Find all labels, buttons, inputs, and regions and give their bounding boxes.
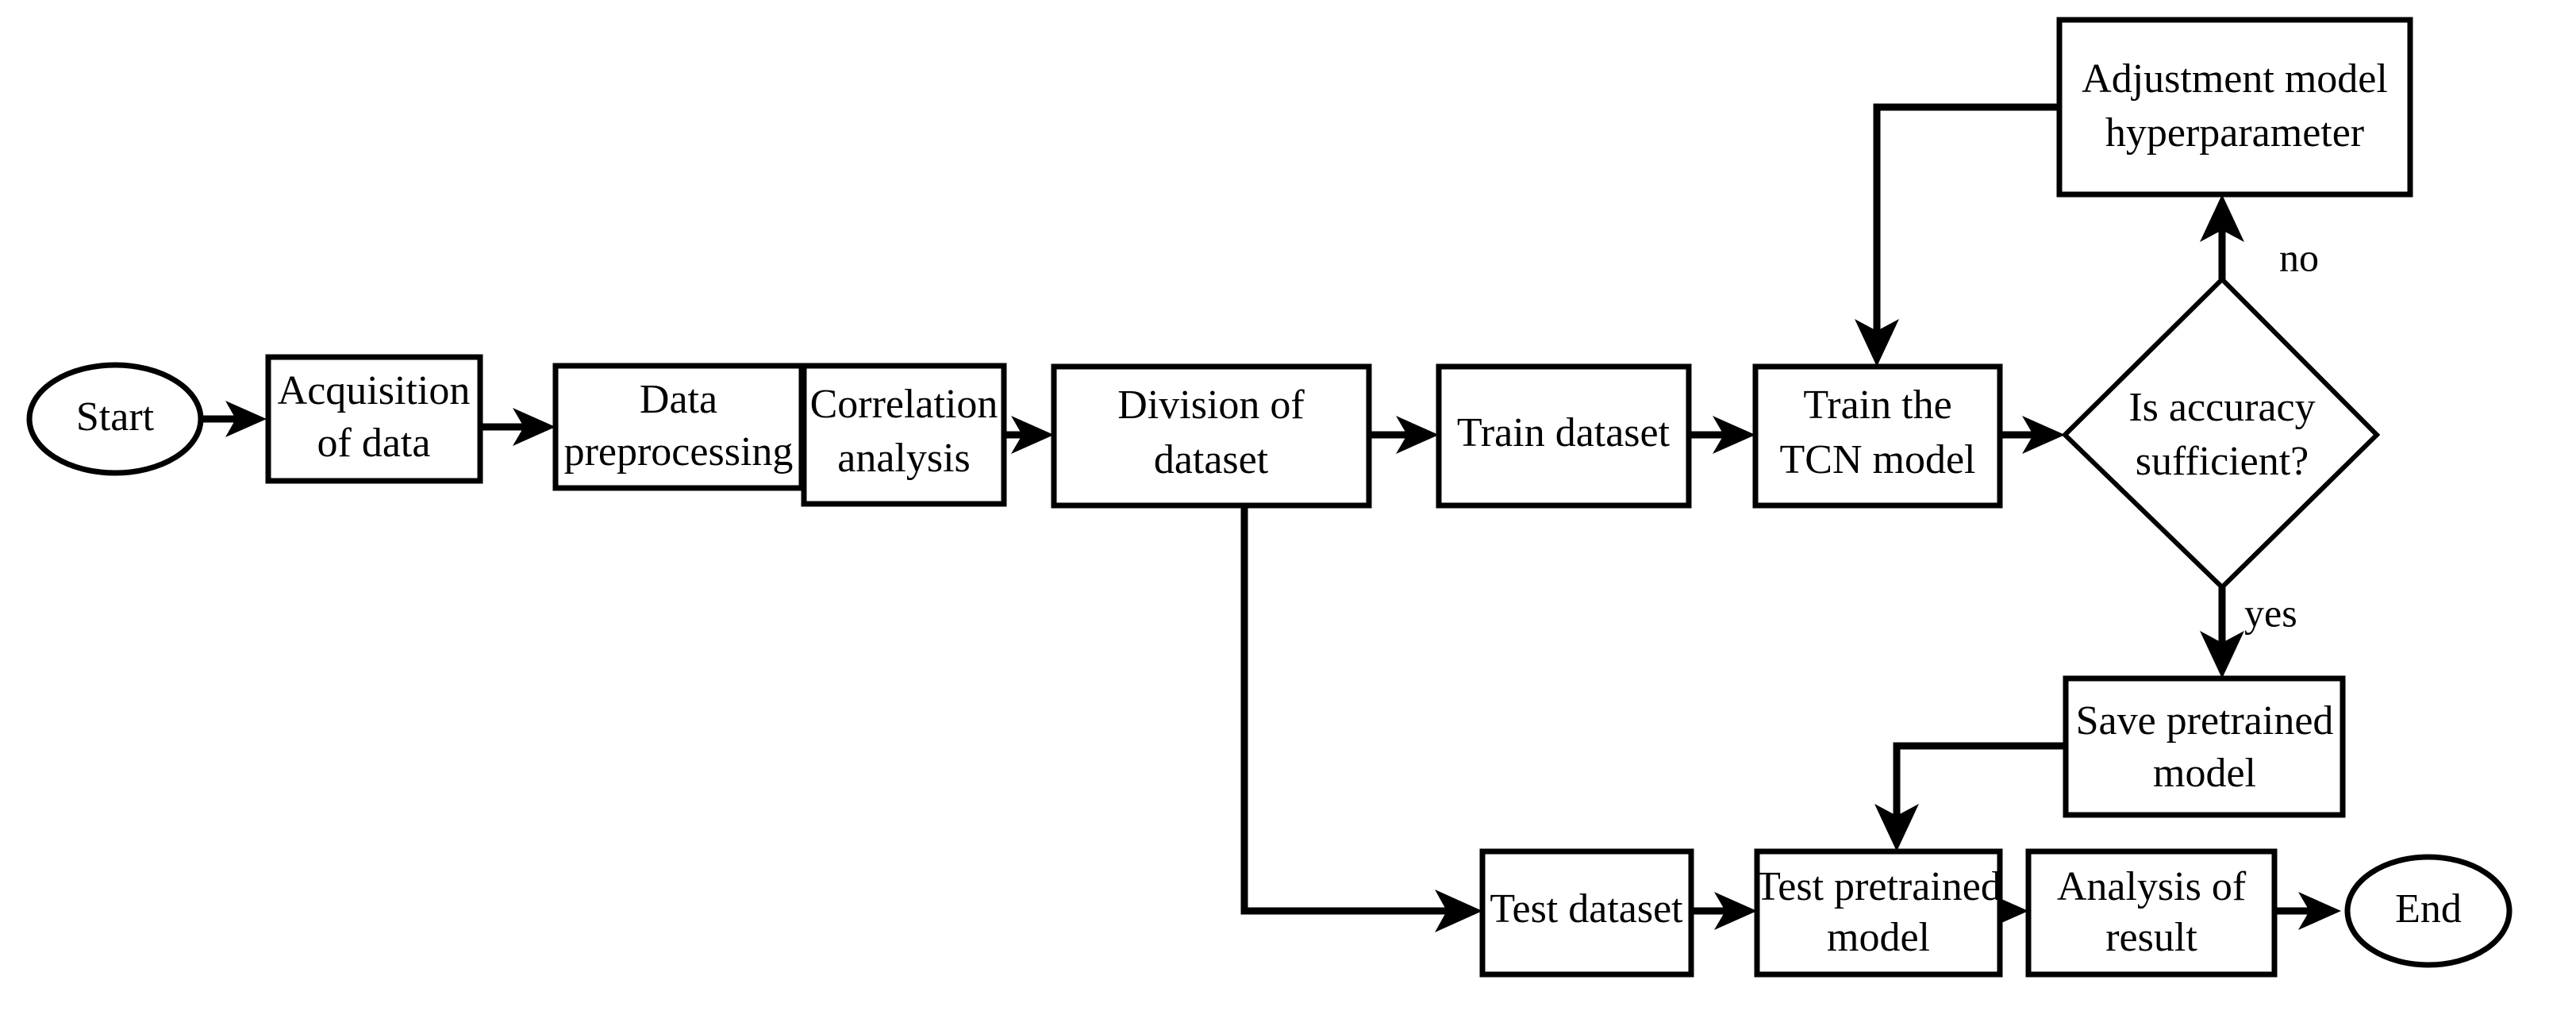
node-division-line2: dataset bbox=[1154, 437, 1269, 482]
node-train-the-tcn-model[interactable]: Train the TCN model bbox=[1752, 363, 2003, 509]
edge-start-to-acquisition bbox=[201, 401, 267, 437]
node-save-model-line1: Save pretrained bbox=[2076, 698, 2334, 744]
node-decision-line2: sufficient? bbox=[2136, 439, 2309, 484]
node-end[interactable]: End bbox=[2344, 854, 2513, 968]
node-adjustment-line1: Adjustment model bbox=[2082, 56, 2388, 102]
node-correlation-line2: analysis bbox=[837, 436, 971, 481]
node-preprocessing-line2: preprocessing bbox=[564, 429, 794, 475]
node-save-model-line2: model bbox=[2153, 751, 2256, 796]
edge-train-dataset-to-train-model bbox=[1689, 416, 1755, 454]
node-decision-is-accuracy-sufficient[interactable]: Is accuracy sufficient? bbox=[2061, 275, 2381, 591]
node-preprocessing-line1: Data bbox=[640, 377, 717, 422]
node-start[interactable]: Start bbox=[26, 362, 204, 476]
node-test-dataset-label: Test dataset bbox=[1490, 886, 1683, 932]
node-division-of-dataset[interactable]: Division of dataset bbox=[1051, 363, 1372, 509]
edge-correlation-to-division bbox=[1004, 416, 1054, 454]
node-analysis-line2: result bbox=[2105, 915, 2197, 960]
edge-division-to-train-dataset bbox=[1369, 416, 1439, 454]
node-test-model-line1: Test pretrained bbox=[1755, 864, 2001, 909]
node-train-dataset-label: Train dataset bbox=[1457, 410, 1671, 455]
edge-division-to-test-dataset bbox=[1240, 505, 1482, 932]
node-decision-line1: Is accuracy bbox=[2128, 385, 2315, 430]
edge-save-model-to-test-model bbox=[1874, 742, 2066, 851]
edge-test-dataset-to-test-model bbox=[1691, 892, 1757, 930]
node-acquisition-of-data[interactable]: Acquisition of data bbox=[265, 354, 483, 484]
node-test-model-line2: model bbox=[1827, 915, 1930, 960]
edge-acquisition-to-preprocessing bbox=[480, 408, 556, 446]
node-analysis-line1: Analysis of bbox=[2057, 864, 2247, 909]
node-train-model-line1: Train the bbox=[1803, 382, 1951, 428]
node-analysis-of-result[interactable]: Analysis of result bbox=[2025, 848, 2278, 978]
edge-analysis-to-end bbox=[2274, 892, 2341, 930]
edge-label-no: no bbox=[2279, 235, 2319, 279]
edge-decision-no-to-adjustment bbox=[2200, 194, 2244, 279]
edge-train-model-to-decision bbox=[2000, 416, 2065, 454]
node-test-dataset[interactable]: Test dataset bbox=[1479, 848, 1694, 978]
node-acquisition-line2: of data bbox=[317, 421, 431, 466]
node-train-model-line2: TCN model bbox=[1780, 437, 1976, 482]
node-adjustment-model-hyperparameter[interactable]: Adjustment model hyperparameter bbox=[2056, 17, 2413, 198]
node-correlation-analysis[interactable]: Correlation analysis bbox=[801, 363, 1007, 507]
edge-adjustment-to-train-model bbox=[1855, 103, 2059, 367]
node-adjustment-line2: hyperparameter bbox=[2105, 110, 2364, 156]
node-end-label: End bbox=[2395, 886, 2462, 932]
node-save-pretrained-model[interactable]: Save pretrained model bbox=[2063, 675, 2346, 818]
node-train-dataset[interactable]: Train dataset bbox=[1436, 363, 1692, 509]
node-correlation-line1: Correlation bbox=[810, 382, 998, 427]
node-start-label: Start bbox=[76, 394, 155, 440]
node-division-line1: Division of bbox=[1117, 382, 1305, 428]
edge-label-yes: yes bbox=[2244, 590, 2297, 635]
node-acquisition-line1: Acquisition bbox=[278, 368, 471, 413]
node-test-pretrained-model[interactable]: Test pretrained model bbox=[1754, 848, 2003, 978]
node-data-preprocessing[interactable]: Data preprocessing bbox=[552, 363, 805, 491]
edge-decision-yes-to-save-model bbox=[2200, 587, 2244, 678]
